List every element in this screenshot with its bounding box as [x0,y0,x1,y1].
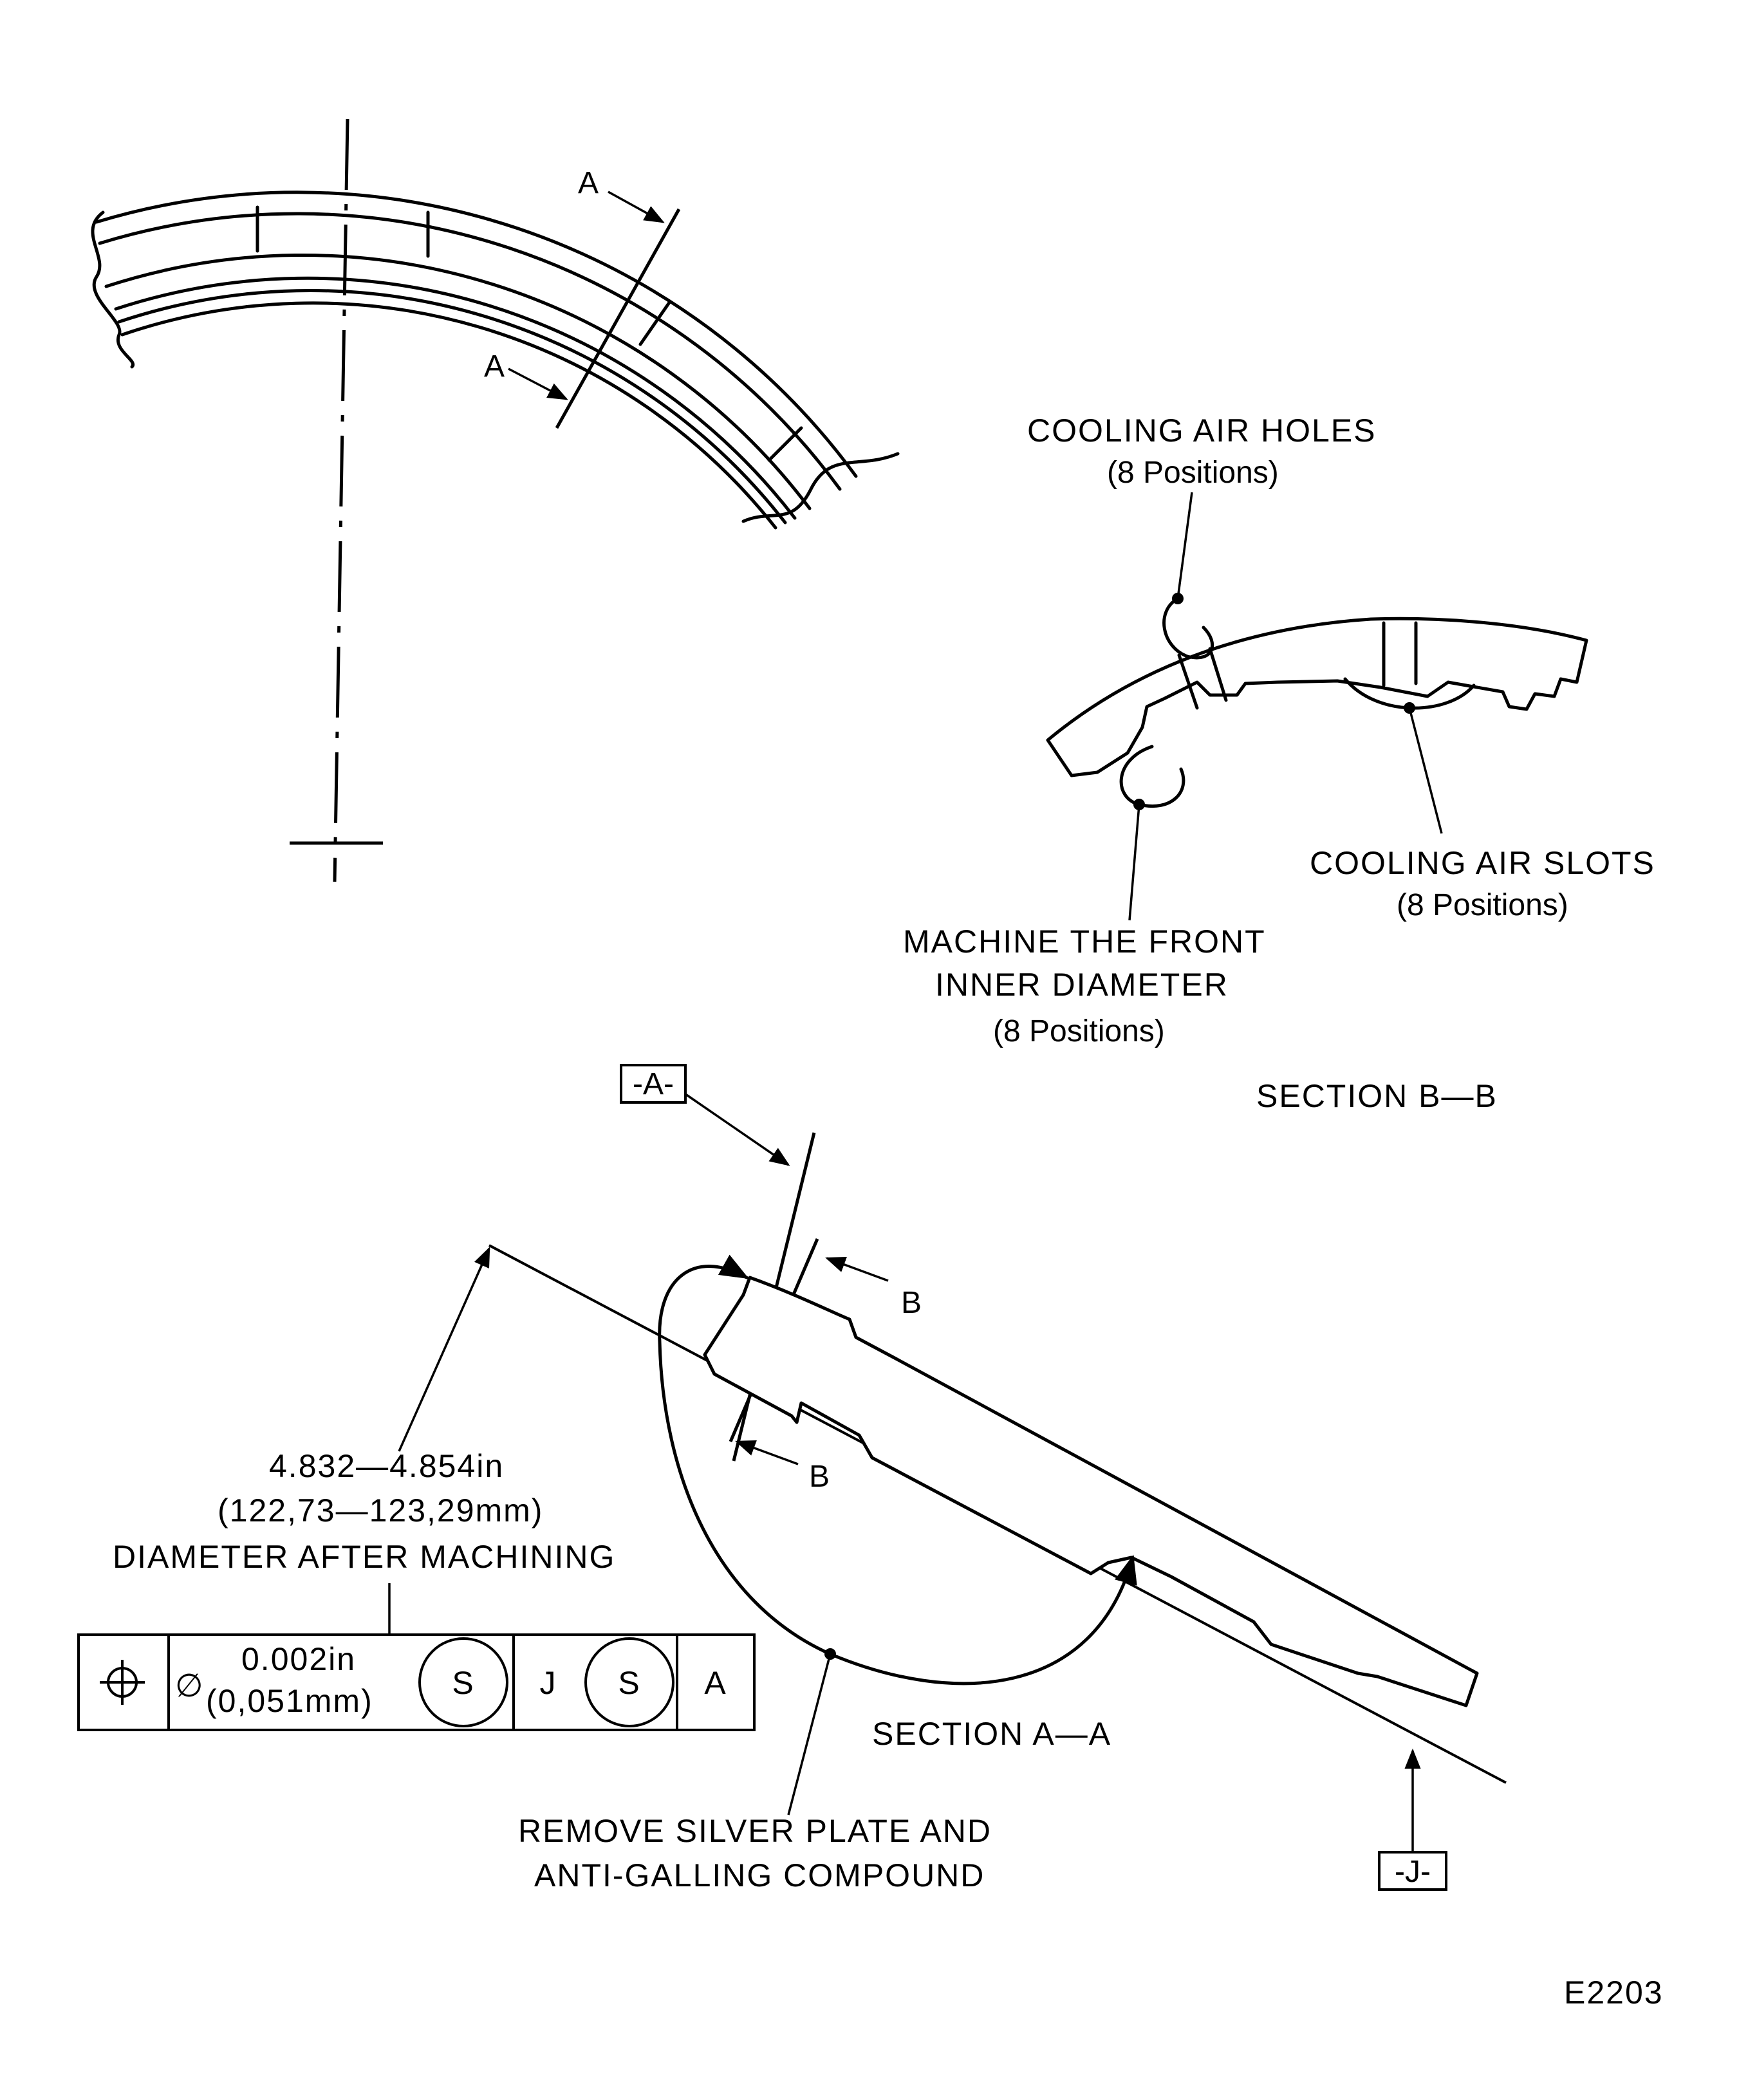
section-cut-line-aa [555,208,681,429]
cut-arrow-a-lower [508,367,568,400]
cut-arrow-b-upper [825,1256,889,1282]
tolerance-value-in: 0.002in [241,1641,356,1677]
ring-centerline [333,118,349,882]
slot-divider [638,301,671,346]
cooling-air-hole [1177,647,1228,710]
tolerance-value-mm: (0,051mm) [206,1683,373,1719]
section-aa-view: B B 4.832—4.854in (122,73—123,29mm) DIAM… [113,1093,1507,1893]
ring-break-left [91,210,135,369]
section-bb-view: COOLING AIR HOLES (8 Positions) COOLING … [903,413,1655,1114]
machine-front-label-line2: INNER DIAMETER [935,967,1229,1003]
cut-marker-a-lower: A [484,349,505,384]
datum-ref-1: J [540,1665,557,1701]
cut-arrow-b-lower [735,1440,799,1465]
dimension-inches: 4.832—4.854in [269,1448,504,1484]
ring-outer-inner-edge [98,212,842,491]
cut-marker-b-upper: B [901,1286,922,1320]
cut-marker-b-lower: B [809,1460,830,1494]
ring-band-edge [104,253,812,510]
svg-text:-A-: -A- [633,1067,674,1101]
svg-text:-J-: -J- [1395,1855,1431,1889]
ring-inner-edge-3 [120,301,777,530]
machine-front-label-line1: MACHINE THE FRONT [903,924,1266,960]
cooling-air-slot [1382,621,1418,687]
feature-control-frame: ∅ 0.002in (0,051mm) S J S A [77,1633,756,1731]
cut-arrow-a-upper [608,190,665,223]
ring-break-right [741,452,900,523]
modifier-circle [584,1637,674,1727]
machine-front-loop [1119,745,1185,808]
modifier-1: S [452,1665,474,1701]
remove-silver-plate-line1: REMOVE SILVER PLATE AND [518,1813,992,1849]
machine-front-leader [1128,804,1140,921]
datum-a-leader [685,1093,790,1166]
cooling-air-slots-qty: (8 Positions) [1397,888,1568,922]
ring-outer-edge [95,190,858,478]
ring-inner-edge-2 [117,288,787,525]
remove-silver-plate-loop [658,1254,1137,1686]
dimension-note: DIAMETER AFTER MACHINING [113,1539,615,1575]
cut-marker-a-upper: A [578,166,599,200]
machine-front-qty: (8 Positions) [993,1014,1165,1048]
cooling-air-holes-leader [1176,492,1193,599]
datum-j-box: -J- [1378,1851,1447,1891]
section-bb-title: SECTION B—B [1256,1078,1498,1114]
modifier-2: S [618,1665,640,1701]
slot-divider [767,426,803,462]
cooling-air-holes-label: COOLING AIR HOLES [1027,413,1376,449]
diameter-dimension-leader [398,1247,490,1452]
cooling-air-slots-label: COOLING AIR SLOTS [1310,845,1655,881]
ring-inner-edge [114,276,797,520]
datum-ref-2: A [704,1665,727,1701]
remove-silver-plate-line2: ANTI-GALLING COMPOUND [534,1857,985,1893]
position-icon [100,1660,145,1705]
ring-plan-view: A A [91,118,900,882]
remove-silver-plate-leader [787,1653,832,1816]
datum-a-box: -A- [620,1064,687,1104]
diameter-symbol: ∅ [175,1668,205,1704]
cooling-air-slots-leader [1408,707,1443,834]
section-aa-title: SECTION A—A [872,1716,1111,1752]
cooling-air-holes-loop [1162,597,1214,660]
figure-id: E2203 [1564,1975,1664,2011]
cooling-air-holes-qty: (8 Positions) [1107,456,1279,490]
dimension-millimeters: (122,73—123,29mm) [218,1492,543,1529]
section-bb-profile [1046,617,1588,777]
modifier-circle [418,1637,508,1727]
